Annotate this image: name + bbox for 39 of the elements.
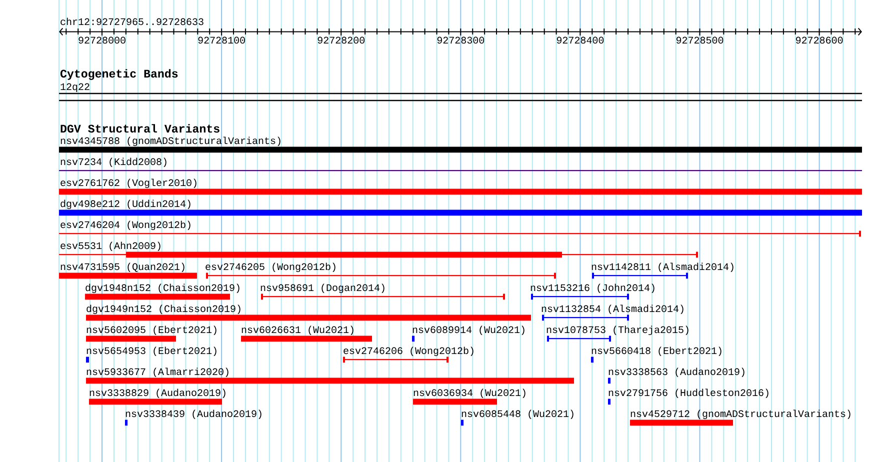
variant-label: nsv3338439 (Audano2019) bbox=[126, 410, 262, 420]
variant-label: nsv5654953 (Ebert2021) bbox=[86, 346, 216, 356]
tick-label: 92728100 bbox=[198, 36, 245, 44]
band-label: 12q22 bbox=[60, 83, 90, 92]
variant-label: dgv1949n152 (Chaisson2019) bbox=[86, 304, 240, 314]
tick-label: 92728300 bbox=[437, 36, 484, 44]
variant-label: nsv7234 (Kidd2008) bbox=[60, 158, 166, 168]
tick-label: 92728500 bbox=[676, 36, 724, 44]
tick-label: 92728200 bbox=[318, 36, 364, 44]
variant-label: nsv958691 (Dogan2014) bbox=[260, 284, 384, 294]
variant-label: dgv498e212 (Uddin2014) bbox=[60, 200, 190, 210]
variant-label: nsv4345788 (gnomADStructuralVariants) bbox=[60, 136, 280, 146]
variant-label: nsv1078753 (Thareja2015) bbox=[546, 326, 688, 336]
coordinate-label: chr12:92727965..92728633 bbox=[60, 18, 204, 26]
variant-label: dgv1948n152 (Chaisson2019) bbox=[86, 284, 240, 294]
variant-label: esv5531 (Ahn2009) bbox=[60, 242, 160, 252]
variant-label: esv2761762 (Vogler2010) bbox=[60, 178, 196, 188]
variant-label: nsv6026631 (Wu2021) bbox=[242, 326, 354, 336]
track-title: DGV Structural Variants bbox=[60, 124, 220, 133]
variant-label: esv2746204 (Wong2012b) bbox=[60, 220, 190, 230]
variant-label: nsv1132854 (Alsmadi2014) bbox=[542, 304, 684, 314]
variant-label: nsv4731595 (Quan2021) bbox=[60, 262, 184, 272]
variant-label: nsv4529712 (gnomADStructuralVariants) bbox=[630, 410, 850, 420]
tick-label: 92728400 bbox=[556, 36, 604, 44]
variant-label: nsv2791756 (Huddleston2016) bbox=[608, 388, 768, 398]
variant-label: nsv5933677 (Almarri2020) bbox=[86, 368, 228, 378]
variant-label: nsv3338563 (Audano2019) bbox=[608, 368, 744, 378]
variant-label: esv2746205 (Wong2012b) bbox=[206, 262, 336, 272]
variant-label: nsv1153216 (John2014) bbox=[530, 284, 654, 294]
variant-label: nsv6089914 (Wu2021) bbox=[412, 326, 524, 336]
tick-label: 92728000 bbox=[78, 36, 126, 44]
variant-label: nsv1142811 (Alsmadi2014) bbox=[592, 262, 734, 272]
variant-label: nsv6085448 (Wu2021) bbox=[462, 410, 574, 420]
variant-label: nsv5660418 (Ebert2021) bbox=[592, 346, 722, 356]
variant-label: nsv6036934 (Wu2021) bbox=[414, 388, 526, 398]
tick-label: 92728600 bbox=[796, 36, 843, 44]
variant-label: nsv3338829 (Audano2019) bbox=[90, 388, 226, 398]
variant-label: nsv5602095 (Ebert2021) bbox=[86, 326, 216, 336]
variant-label: esv2746206 (Wong2012b) bbox=[344, 346, 474, 356]
